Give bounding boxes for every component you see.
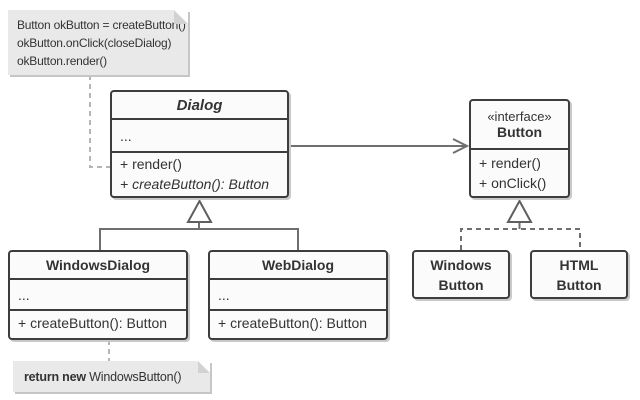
note-keyword-bold: return new [24,370,86,384]
class-name-webdialog: WebDialog [261,257,335,273]
attribute-ellipsis: ... [18,286,30,303]
class-box-button-interface: «interface» Button + render() + onClick(… [469,99,570,198]
class-attributes-compartment: ... [10,278,186,309]
class-name-htmlbutton-line2: Button [556,276,602,293]
class-title-compartment: WebDialog [210,252,386,278]
class-name-dialog: Dialog [176,96,223,114]
class-attributes-compartment: ... [210,278,386,309]
note-code-line: okButton.render() [17,54,107,68]
method-createbutton: + createButton(): Button [18,315,168,331]
note-fold-icon [174,10,188,24]
class-box-windowsdialog: WindowsDialog ... + createButton(): Butt… [8,250,188,340]
note-code-line: okButton.onClick(closeDialog) [17,36,172,50]
method-createbutton-abstract: + createButton(): Button [120,176,270,192]
note-code-rest: WindowsButton() [85,370,182,384]
class-title-compartment: WindowsDialog [10,252,186,278]
class-methods-compartment: + createButton(): Button [210,309,386,334]
inheritance-triangle-icon [186,198,213,223]
class-methods-compartment: + createButton(): Button [10,309,186,334]
realization-dashed-lines [460,228,581,250]
interface-stereotype: «interface» [487,109,552,124]
class-name-windowsbutton-line2: Button [438,276,484,293]
note-fold-icon [198,361,210,373]
attribute-ellipsis: ... [120,127,132,144]
method-onclick: + onClick() [479,175,547,191]
note-return-new-windowsbutton: return new WindowsButton() [13,361,210,392]
class-methods-compartment: + render() + onClick() [471,148,568,194]
class-title-compartment: Dialog [112,92,287,118]
class-box-windowsbutton: Windows Button [412,250,510,299]
class-name-htmlbutton-line1: HTML [559,256,599,273]
class-name-windowsbutton-line1: Windows [430,256,492,273]
method-render: + render() [120,156,182,172]
class-name-button: Button [496,124,543,140]
realization-triangle-icon [506,198,533,223]
class-box-webdialog: WebDialog ... + createButton(): Button [208,250,388,340]
association-arrowhead-icon [452,138,470,154]
note-code-line: Button okButton = createButton() [17,18,186,32]
note-okbutton-code: Button okButton = createButton() okButto… [8,10,188,75]
inheritance-connector-lines [99,228,299,250]
class-methods-compartment: + render() + createButton(): Button [112,151,287,192]
class-box-dialog: Dialog ... + render() + createButton(): … [110,90,289,198]
class-title-compartment: «interface» Button [471,101,568,148]
method-render: + render() [479,155,541,171]
class-box-htmlbutton: HTML Button [530,250,628,299]
class-name-windowsdialog: WindowsDialog [45,257,151,273]
method-createbutton: + createButton(): Button [218,315,368,331]
note-to-dialog-dashed-line [89,75,110,168]
class-attributes-compartment: ... [112,118,287,151]
attribute-ellipsis: ... [218,286,230,303]
